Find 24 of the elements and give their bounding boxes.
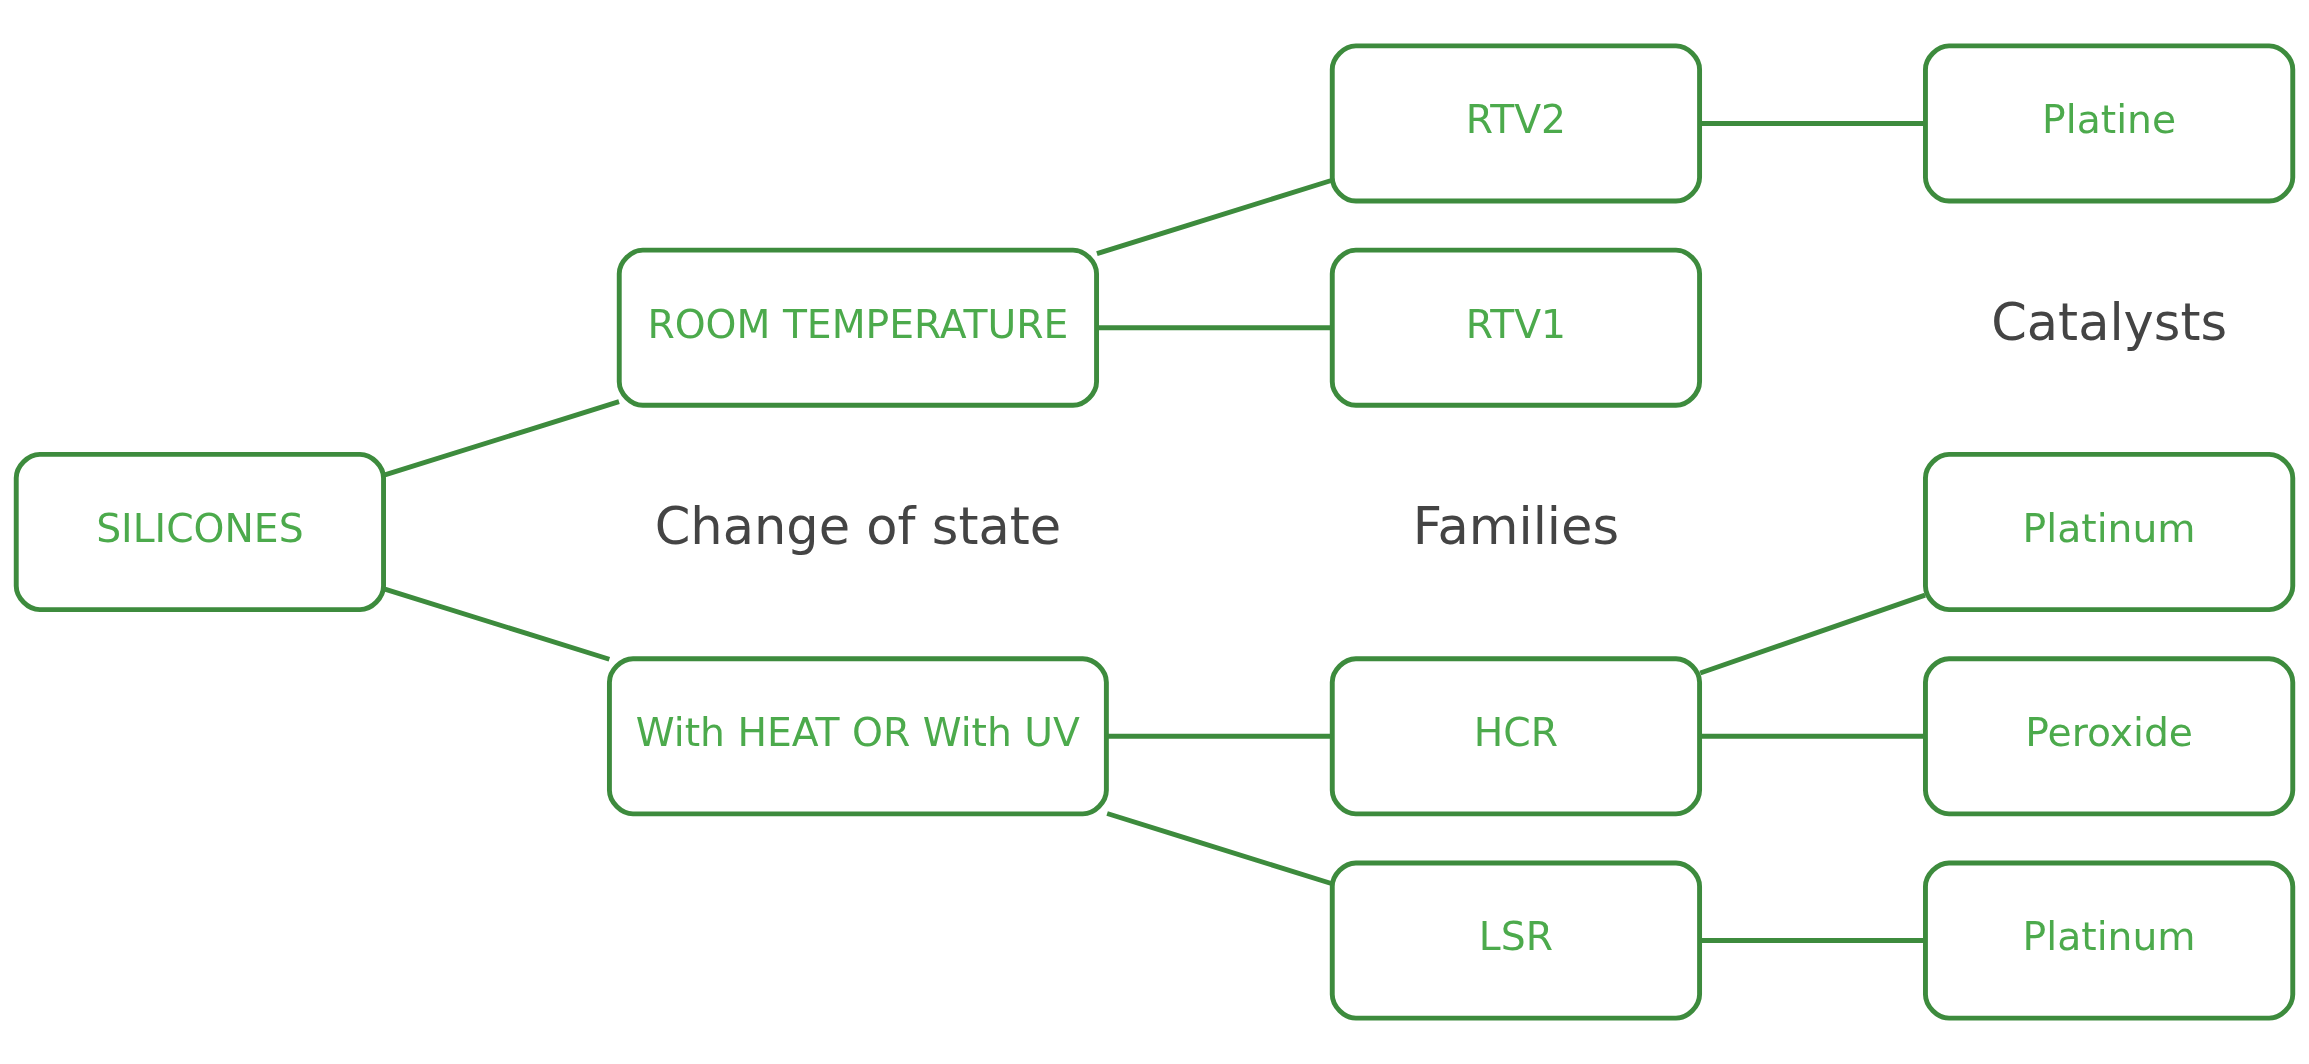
node-box: RTV2: [1329, 43, 1703, 204]
node-box: SILICONES: [13, 451, 386, 613]
node-box: ROOM TEMPERATURE: [616, 247, 1099, 408]
node-box: With HEAT OR With UV: [606, 656, 1109, 817]
connector: [1700, 733, 1926, 739]
connector: [1106, 811, 1333, 887]
label: Change of state: [654, 497, 1062, 557]
connector: [383, 399, 620, 478]
node-box: HCR: [1329, 656, 1703, 817]
node-box: Platine: [1923, 43, 2296, 204]
connector: [1096, 325, 1333, 331]
node-box: LSR: [1329, 860, 1703, 1021]
connector: [1096, 177, 1333, 257]
connector: [1107, 733, 1333, 739]
node-box: Peroxide: [1923, 656, 2296, 817]
node-box: RTV1: [1329, 247, 1703, 408]
connector: [1700, 121, 1926, 126]
connector: [383, 586, 611, 662]
connector: [1699, 592, 1926, 676]
label: Catalysts: [1991, 293, 2228, 353]
label: Families: [1412, 497, 1620, 557]
connector: [1700, 938, 1926, 943]
node-box: Platinum: [1923, 860, 2296, 1021]
node-box: Platinum: [1923, 451, 2296, 613]
